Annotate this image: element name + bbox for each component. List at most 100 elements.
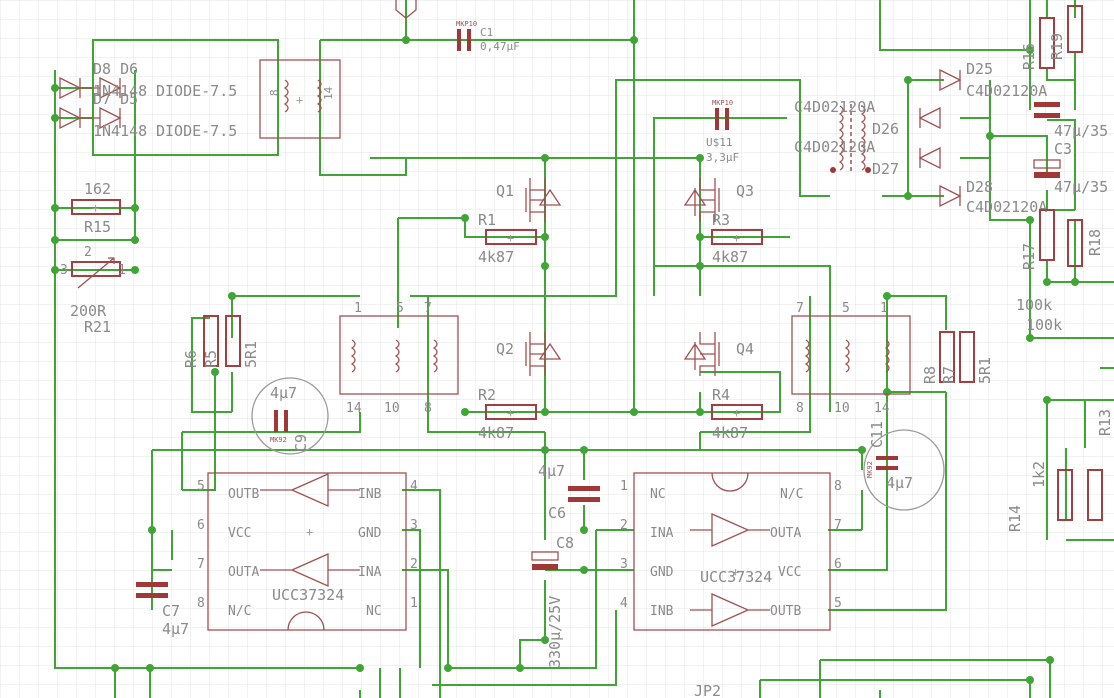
tr-pin-14: 14 (874, 401, 890, 416)
r2-ref: R2 (478, 386, 496, 404)
u-right-pin-8: 8 (834, 479, 842, 494)
mosfet-q1: Q1 (496, 178, 562, 222)
c11-kind: MK92 (866, 461, 874, 478)
svg-text:+: + (507, 406, 514, 420)
r14-value: 1k2 (1030, 461, 1048, 488)
resistor-r15: + 162 R15 (71, 180, 121, 236)
u-right-name-outb: OUTB (770, 604, 801, 619)
tl-pin-10: 10 (384, 401, 400, 416)
u-right-pin-3: 3 (620, 557, 628, 572)
c3-value: 47µ/35 (1054, 178, 1108, 196)
svg-text:+: + (92, 201, 99, 215)
resistor-r1: + R1 4k87 (478, 211, 537, 266)
u-left-pin-3: 3 (410, 518, 418, 533)
tl-pin-1: 1 (354, 301, 362, 316)
right-column-parts: R16 R19 47µ/35 C3 47µ/35 R17 R18 100k 10… (1006, 5, 1114, 532)
resistor-pair-left: R6 R5 5R1 (182, 315, 260, 368)
q2-ref: Q2 (496, 340, 514, 358)
resistor-pair-right: R8 R7 5R1 (921, 331, 994, 384)
u-right-name-vcc: VCC (778, 565, 801, 580)
tr-pin-1: 1 (880, 301, 888, 316)
c6-ref: C6 (548, 504, 566, 522)
svg-text:+: + (507, 231, 514, 245)
transformer-small: + 8 14 (259, 59, 341, 139)
c9-value: 4µ7 (270, 384, 297, 402)
u-right-pin-7: 7 (834, 518, 842, 533)
c1-value: 0,47µF (480, 40, 520, 53)
c1-ref: C1 (480, 26, 493, 39)
potentiometer-r21: 200R R21 3 2 1 (60, 245, 126, 336)
transformer-small-pin-8: 8 (268, 89, 281, 96)
u-left-name-inb: INB (358, 487, 382, 502)
us11-kind: MKP10 (712, 99, 733, 107)
r7-ref: R7 (940, 366, 958, 384)
r8-ref: R8 (921, 366, 939, 384)
resistor-r4: + R4 4k87 (711, 386, 763, 442)
u-left-name-ina: INA (358, 565, 382, 580)
u-right-name-ina: INA (650, 526, 674, 541)
transformer-small-pin-14: 14 (322, 86, 335, 100)
diode-left-overlap-b: 1N4148 (93, 122, 147, 140)
capacitor-c7: C7 4µ7 (136, 582, 189, 638)
r-100k-b: 100k (1026, 316, 1062, 334)
diode-left-value-b: DIODE-7.5 (156, 122, 237, 140)
output-transformer (830, 104, 871, 173)
d28-ref: D28 (966, 178, 993, 196)
tl-pin-7: 7 (424, 301, 432, 316)
capacitor-c11: MK92 4µ7 C11 (863, 421, 945, 511)
u-right-name-nc8: N/C (780, 487, 803, 502)
r4-value: 4k87 (712, 424, 748, 442)
pot-pin-2: 2 (84, 245, 92, 260)
svg-text:+: + (732, 565, 739, 579)
u-left-pin-1: 1 (410, 596, 418, 611)
capacitor-c8: C8 330µ/25V (531, 534, 574, 668)
diode-left-value-a: DIODE-7.5 (156, 82, 237, 100)
d27-ref: D27 (872, 160, 899, 178)
c-top-value: 47µ/35 (1054, 122, 1108, 140)
connector-jp2: JP2 (694, 682, 721, 698)
tr-pin-5: 5 (842, 301, 850, 316)
c9-kind: MK92 (270, 436, 287, 444)
svg-text:+: + (306, 525, 313, 539)
r18-ref: R18 (1086, 229, 1104, 256)
d28-value: C4D02120A (966, 198, 1047, 216)
tr-pin-7: 7 (796, 301, 804, 316)
junctions (51, 36, 1079, 684)
tl-pin-5: 5 (396, 301, 404, 316)
tl-pin-14: 14 (346, 401, 362, 416)
us11-ref: U$11 (706, 136, 733, 149)
r1-value: 4k87 (478, 248, 514, 266)
r15-value: 162 (84, 180, 111, 198)
r16-ref: R16 (1020, 43, 1038, 70)
c7-value: 4µ7 (162, 620, 189, 638)
u-left-pin-2: 2 (410, 557, 418, 572)
supply-flag (395, 0, 417, 19)
u-right-name-outa: OUTA (770, 526, 801, 541)
mosfet-q2: Q2 (496, 332, 562, 376)
u-right-pin-4: 4 (620, 596, 628, 611)
c7-ref: C7 (162, 602, 180, 620)
u-right-part: UCC37324 (700, 568, 772, 586)
c8-value: 330µ/25V (546, 596, 564, 668)
d25-ref: D25 (966, 60, 993, 78)
r-100k-a: 100k (1016, 296, 1052, 314)
driver-ic-left: + UCC37324 5 6 7 8 OUTB VCC OUTA N/C 4 3… (197, 472, 418, 631)
q4-ref: Q4 (736, 340, 754, 358)
u-left-part: UCC37324 (272, 586, 344, 604)
r5-ref: R5 (202, 350, 220, 368)
diode-left-overlap-a: 1N4148 (93, 82, 147, 100)
capacitor-c9: MK92 4µ7 C9 (251, 377, 329, 455)
u-right-name-nc: NC (650, 487, 666, 502)
u-left-name-vcc: VCC (228, 526, 251, 541)
r3-value: 4k87 (712, 248, 748, 266)
right-diodes: D25 C4D02120A C4D02120A D26 C4D02120A D2… (794, 60, 1047, 216)
tr-pin-8: 8 (796, 401, 804, 416)
pot-pin-3: 3 (60, 263, 68, 278)
u-left-name-outa: OUTA (228, 565, 259, 580)
u-left-pin-7: 7 (197, 557, 205, 572)
pot-pin-1: 1 (118, 263, 126, 278)
u-right-pin-1: 1 (620, 479, 628, 494)
resistor-r3: + R3 4k87 (711, 211, 763, 266)
c11-ref: C11 (868, 421, 886, 448)
